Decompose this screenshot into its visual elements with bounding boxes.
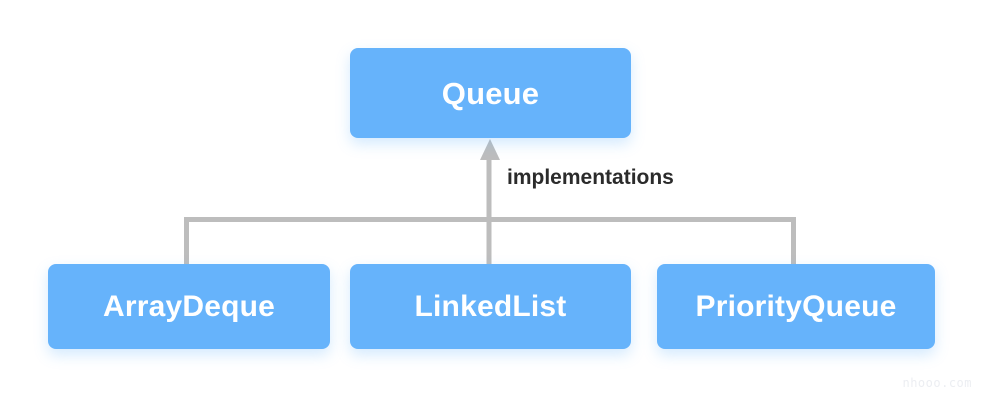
node-priorityqueue[interactable]: PriorityQueue bbox=[657, 264, 935, 349]
arrowhead-up-icon bbox=[480, 139, 500, 160]
node-queue[interactable]: Queue bbox=[350, 48, 631, 138]
horizontal-bus-line bbox=[184, 217, 796, 222]
watermark: nhooo.com bbox=[902, 376, 972, 390]
trunk-vertical-line bbox=[486, 158, 492, 264]
node-arraydeque[interactable]: ArrayDeque bbox=[48, 264, 330, 349]
node-queue-label: Queue bbox=[441, 75, 540, 111]
branch-line-priorityqueue bbox=[791, 217, 796, 264]
node-linkedlist[interactable]: LinkedList bbox=[350, 264, 631, 349]
branch-line-arraydeque bbox=[184, 217, 189, 264]
node-arraydeque-label: ArrayDeque bbox=[102, 289, 276, 323]
node-linkedlist-label: LinkedList bbox=[414, 289, 567, 323]
node-priorityqueue-label: PriorityQueue bbox=[695, 289, 897, 323]
edge-label-implementations: implementations bbox=[507, 166, 674, 189]
